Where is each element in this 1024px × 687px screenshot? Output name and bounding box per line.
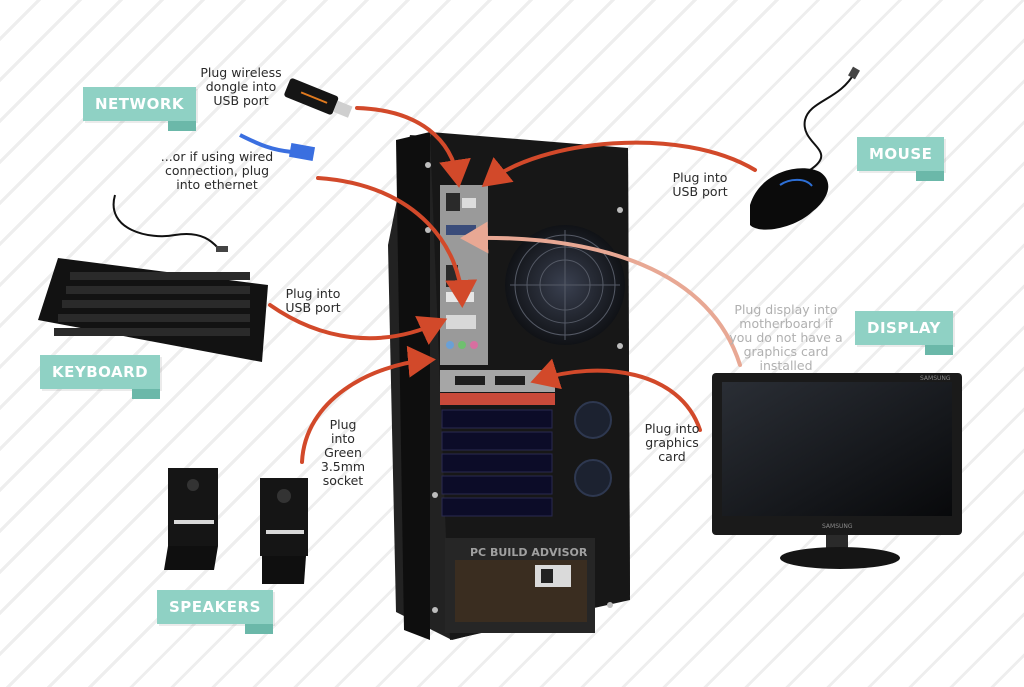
label-display-text: DISPLAY <box>867 319 941 337</box>
monitor-screen <box>722 382 952 516</box>
note-ethernet: ...or if using wired connection, plug in… <box>160 149 274 192</box>
audio-mic <box>470 341 478 349</box>
label-display: DISPLAY <box>855 311 953 355</box>
monitor: SAMSUNG SAMSUNG <box>712 373 962 569</box>
label-keyboard-text: KEYBOARD <box>52 363 149 381</box>
audio-line-in <box>446 341 454 349</box>
label-keyboard: KEYBOARD <box>40 355 161 399</box>
arrow-ethernet <box>316 176 478 308</box>
speakers <box>164 468 308 584</box>
graphics-card-heatsink <box>440 393 555 405</box>
label-mouse-text: MOUSE <box>869 145 933 163</box>
note-keyboard-usb: Plug into USB port <box>285 286 341 315</box>
label-speakers-text: SPEAKERS <box>169 598 261 616</box>
audio-green-socket <box>458 341 466 349</box>
arrow-keyboard <box>268 303 448 345</box>
note-dongle: Plug wireless dongle into USB port <box>200 65 282 108</box>
label-speakers: SPEAKERS <box>157 590 273 634</box>
note-display-mobo: Plug display into motherboard if you do … <box>729 302 843 373</box>
monitor-brand-top: SAMSUNG <box>920 375 951 382</box>
note-mouse-usb: Plug into USB port <box>672 170 728 199</box>
note-graphics-card: Plug into graphics card <box>644 421 700 464</box>
usb-port-top <box>462 198 476 208</box>
label-mouse: MOUSE <box>857 137 945 181</box>
usb-port-low <box>446 315 476 329</box>
arrow-dongle <box>355 106 471 188</box>
arrow-graphics <box>530 358 702 432</box>
arrow-speakers <box>300 345 436 464</box>
arrow-mouse <box>481 140 757 188</box>
label-network-text: NETWORK <box>95 95 185 113</box>
pc-tower: PC BUILD ADVISOR <box>388 132 630 640</box>
keyboard <box>38 194 268 362</box>
ethernet-cable <box>239 133 316 161</box>
vga-port <box>446 225 476 235</box>
arrow-display-faint <box>460 221 742 367</box>
ps2-port <box>446 193 460 211</box>
monitor-brand-bezel: SAMSUNG <box>822 523 853 530</box>
mouse <box>750 66 860 230</box>
wireless-dongle <box>284 78 353 118</box>
case-watermark: PC BUILD ADVISOR <box>470 546 588 559</box>
note-green-socket: Plug into Green 3.5mm socket <box>320 417 366 488</box>
monitor-stand <box>780 547 900 569</box>
label-network: NETWORK <box>83 87 197 131</box>
